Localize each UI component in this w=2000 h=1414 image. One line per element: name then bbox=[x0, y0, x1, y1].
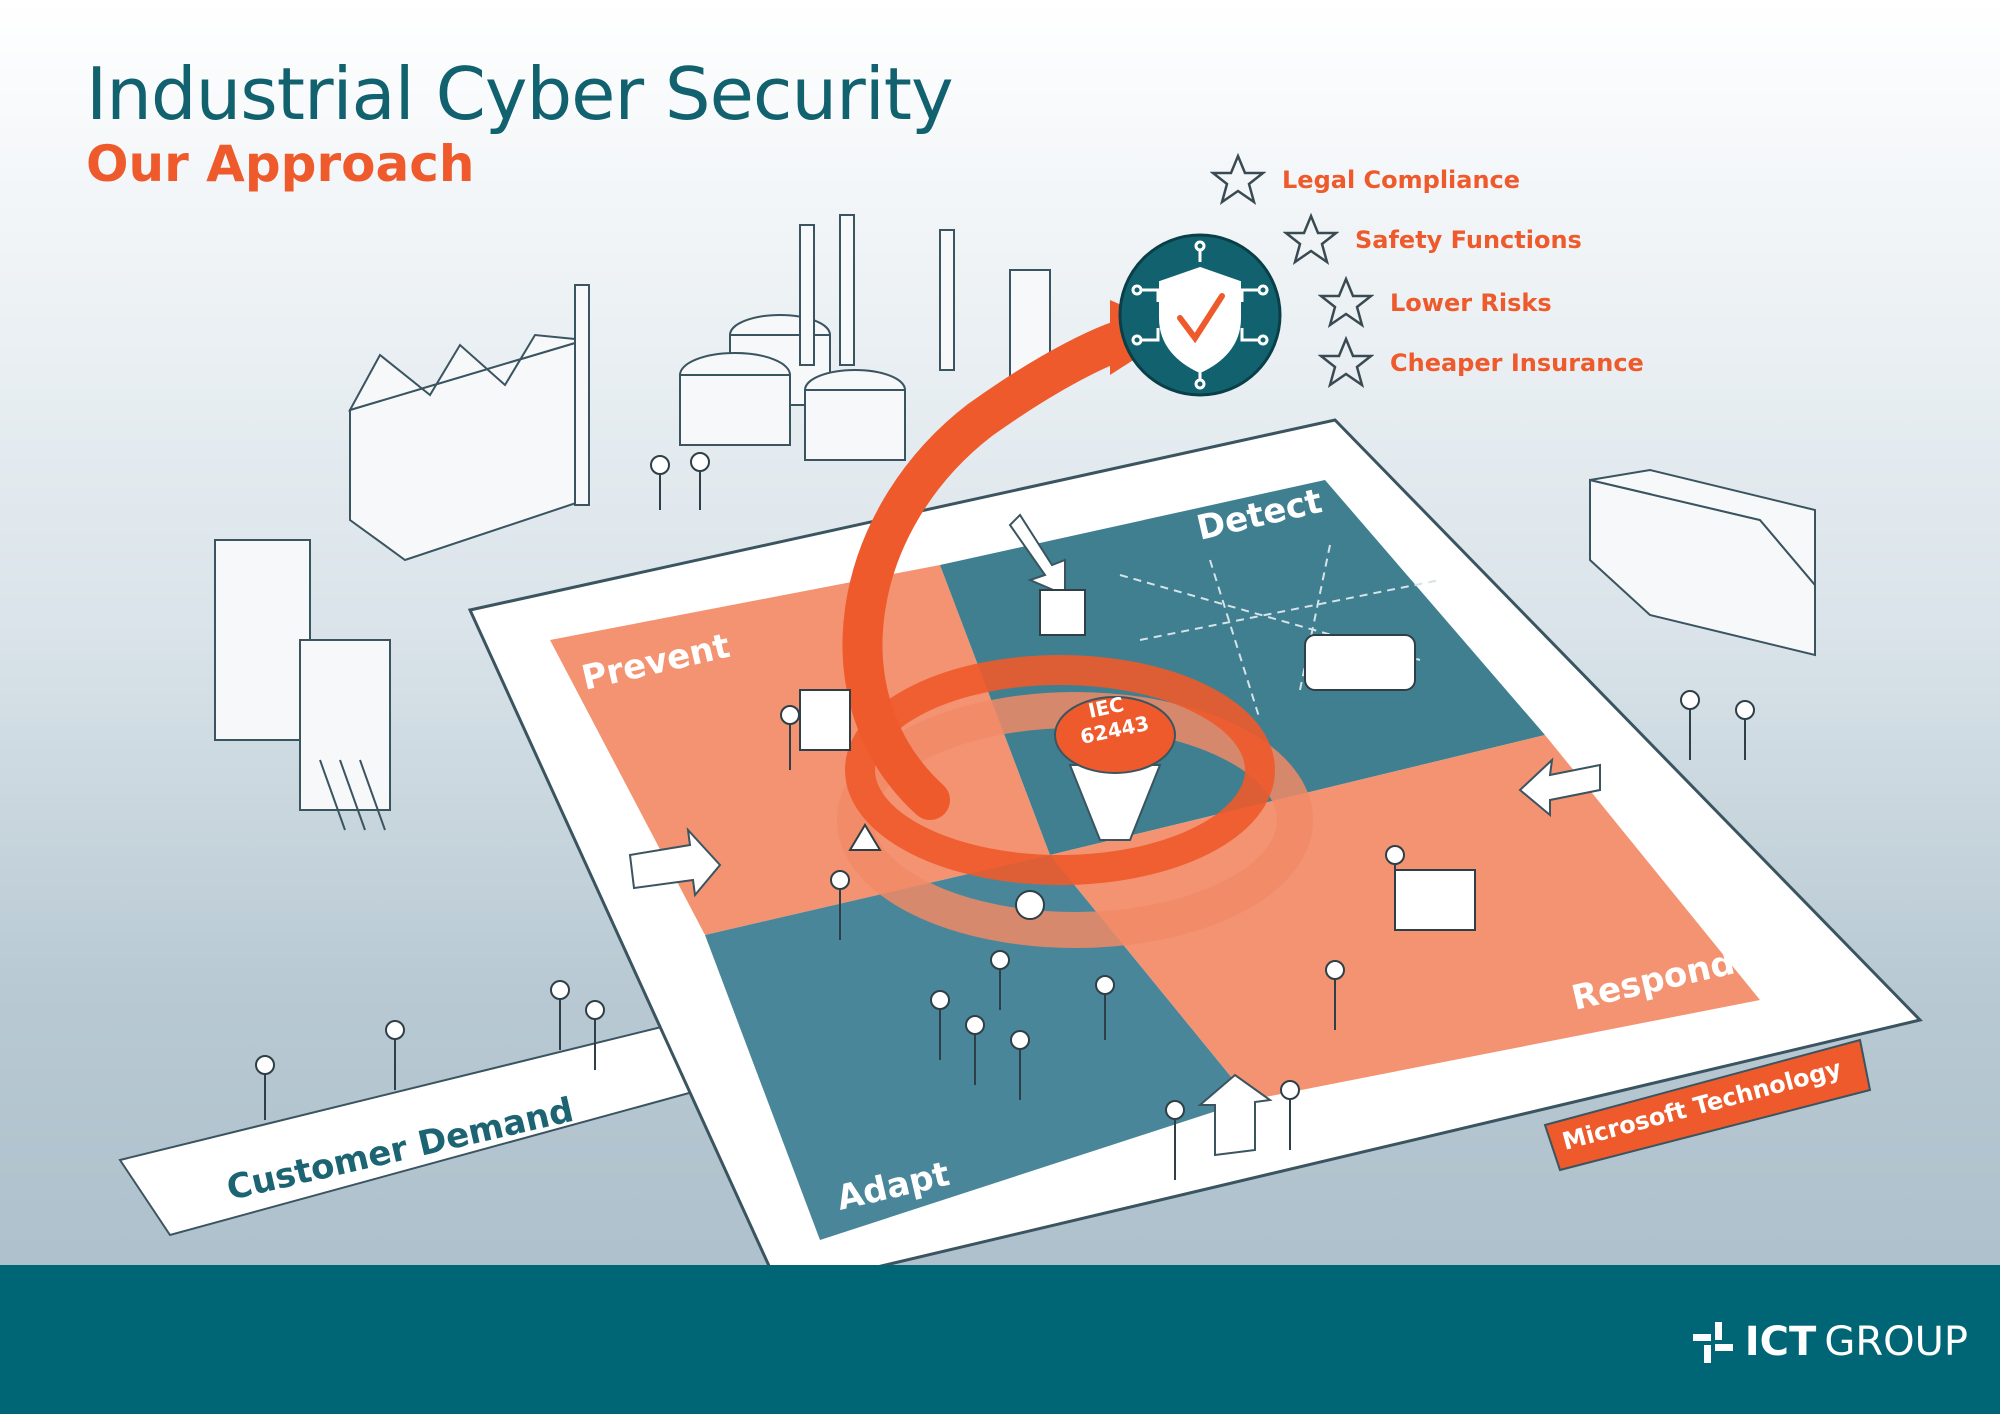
benefit-label: Legal Compliance bbox=[1282, 166, 1521, 194]
ict-group-logo: ICT GROUP bbox=[1689, 1318, 1968, 1366]
star-icon bbox=[1210, 152, 1266, 205]
logo-group-text: GROUP bbox=[1824, 1319, 1968, 1365]
checkmark-icon bbox=[1177, 293, 1225, 344]
circuit-lines bbox=[1131, 240, 1269, 390]
benefit-safety-functions: Safety Functions bbox=[1283, 212, 1582, 268]
benefit-label: Safety Functions bbox=[1355, 226, 1582, 254]
benefit-lower-risks: Lower Risks bbox=[1318, 275, 1552, 331]
benefit-label: Cheaper Insurance bbox=[1390, 349, 1644, 377]
adapt-quadrant bbox=[705, 855, 1250, 1240]
refinery-sketch bbox=[679, 214, 1051, 461]
shield-badge bbox=[1118, 233, 1282, 397]
factory-buildings-sketch bbox=[214, 284, 590, 831]
star-icon bbox=[1283, 212, 1339, 265]
star-icon bbox=[1318, 335, 1374, 388]
logo-ict-text: ICT bbox=[1744, 1319, 1817, 1365]
ict-cross-icon bbox=[1692, 1322, 1733, 1363]
star-icon bbox=[1318, 275, 1374, 328]
page-title: Industrial Cyber Security bbox=[86, 52, 954, 136]
benefit-legal-compliance: Legal Compliance bbox=[1210, 152, 1520, 208]
footer-bar bbox=[0, 1265, 2000, 1414]
server-building-sketch bbox=[1589, 468, 1816, 657]
page-subtitle: Our Approach bbox=[86, 135, 475, 193]
input-arrows bbox=[628, 513, 1601, 1157]
people-sketches bbox=[255, 452, 1755, 1180]
customer-demand-ramp: Customer Demand bbox=[118, 1018, 702, 1237]
benefit-label: Lower Risks bbox=[1390, 289, 1552, 317]
benefit-cheaper-insurance: Cheaper Insurance bbox=[1318, 335, 1644, 391]
iec-62443-beacon: IEC 62443 bbox=[1054, 692, 1176, 841]
